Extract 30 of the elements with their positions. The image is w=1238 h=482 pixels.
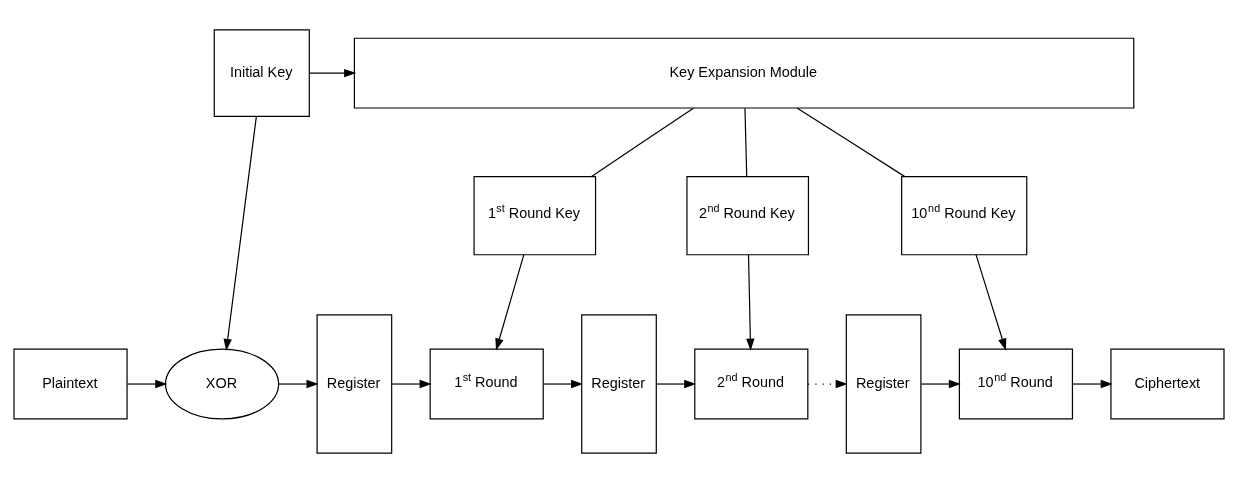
arrow [223,115,257,351]
node-box: Plaintext [13,348,128,419]
node-box: Register [316,313,393,454]
arrow [807,379,848,388]
arrow [746,253,755,351]
node-box: 1$^{st}$ Round Key [473,175,597,255]
node-box: Initial Key [213,28,310,117]
node-box: Ciphertext [1110,348,1225,419]
node-ellipse: XOR [164,348,280,419]
arrow [126,379,168,388]
connector [796,107,905,177]
connector [744,107,748,177]
arrow [495,253,525,351]
node-box: 2$^{nd}$ Round Key [686,175,810,255]
arrow [1072,379,1113,388]
node-box: Register [845,313,922,454]
connector [591,107,695,177]
arrow [278,379,319,388]
arrow [975,253,1007,351]
node-box: Key Expansion Module [353,37,1135,109]
node-box: Register [581,313,657,454]
arrow [391,379,432,388]
arrow [656,379,697,388]
node-box: 10$^{nd}$ Round Key [901,175,1028,255]
node-box: 1$^{st}$ Round [429,348,544,419]
node-box: 10$^{nd}$ Round [958,348,1074,419]
arrow [542,379,584,388]
arrow [920,379,961,388]
node-box: 2$^{nd}$ Round [694,348,809,419]
arrow [308,68,357,77]
